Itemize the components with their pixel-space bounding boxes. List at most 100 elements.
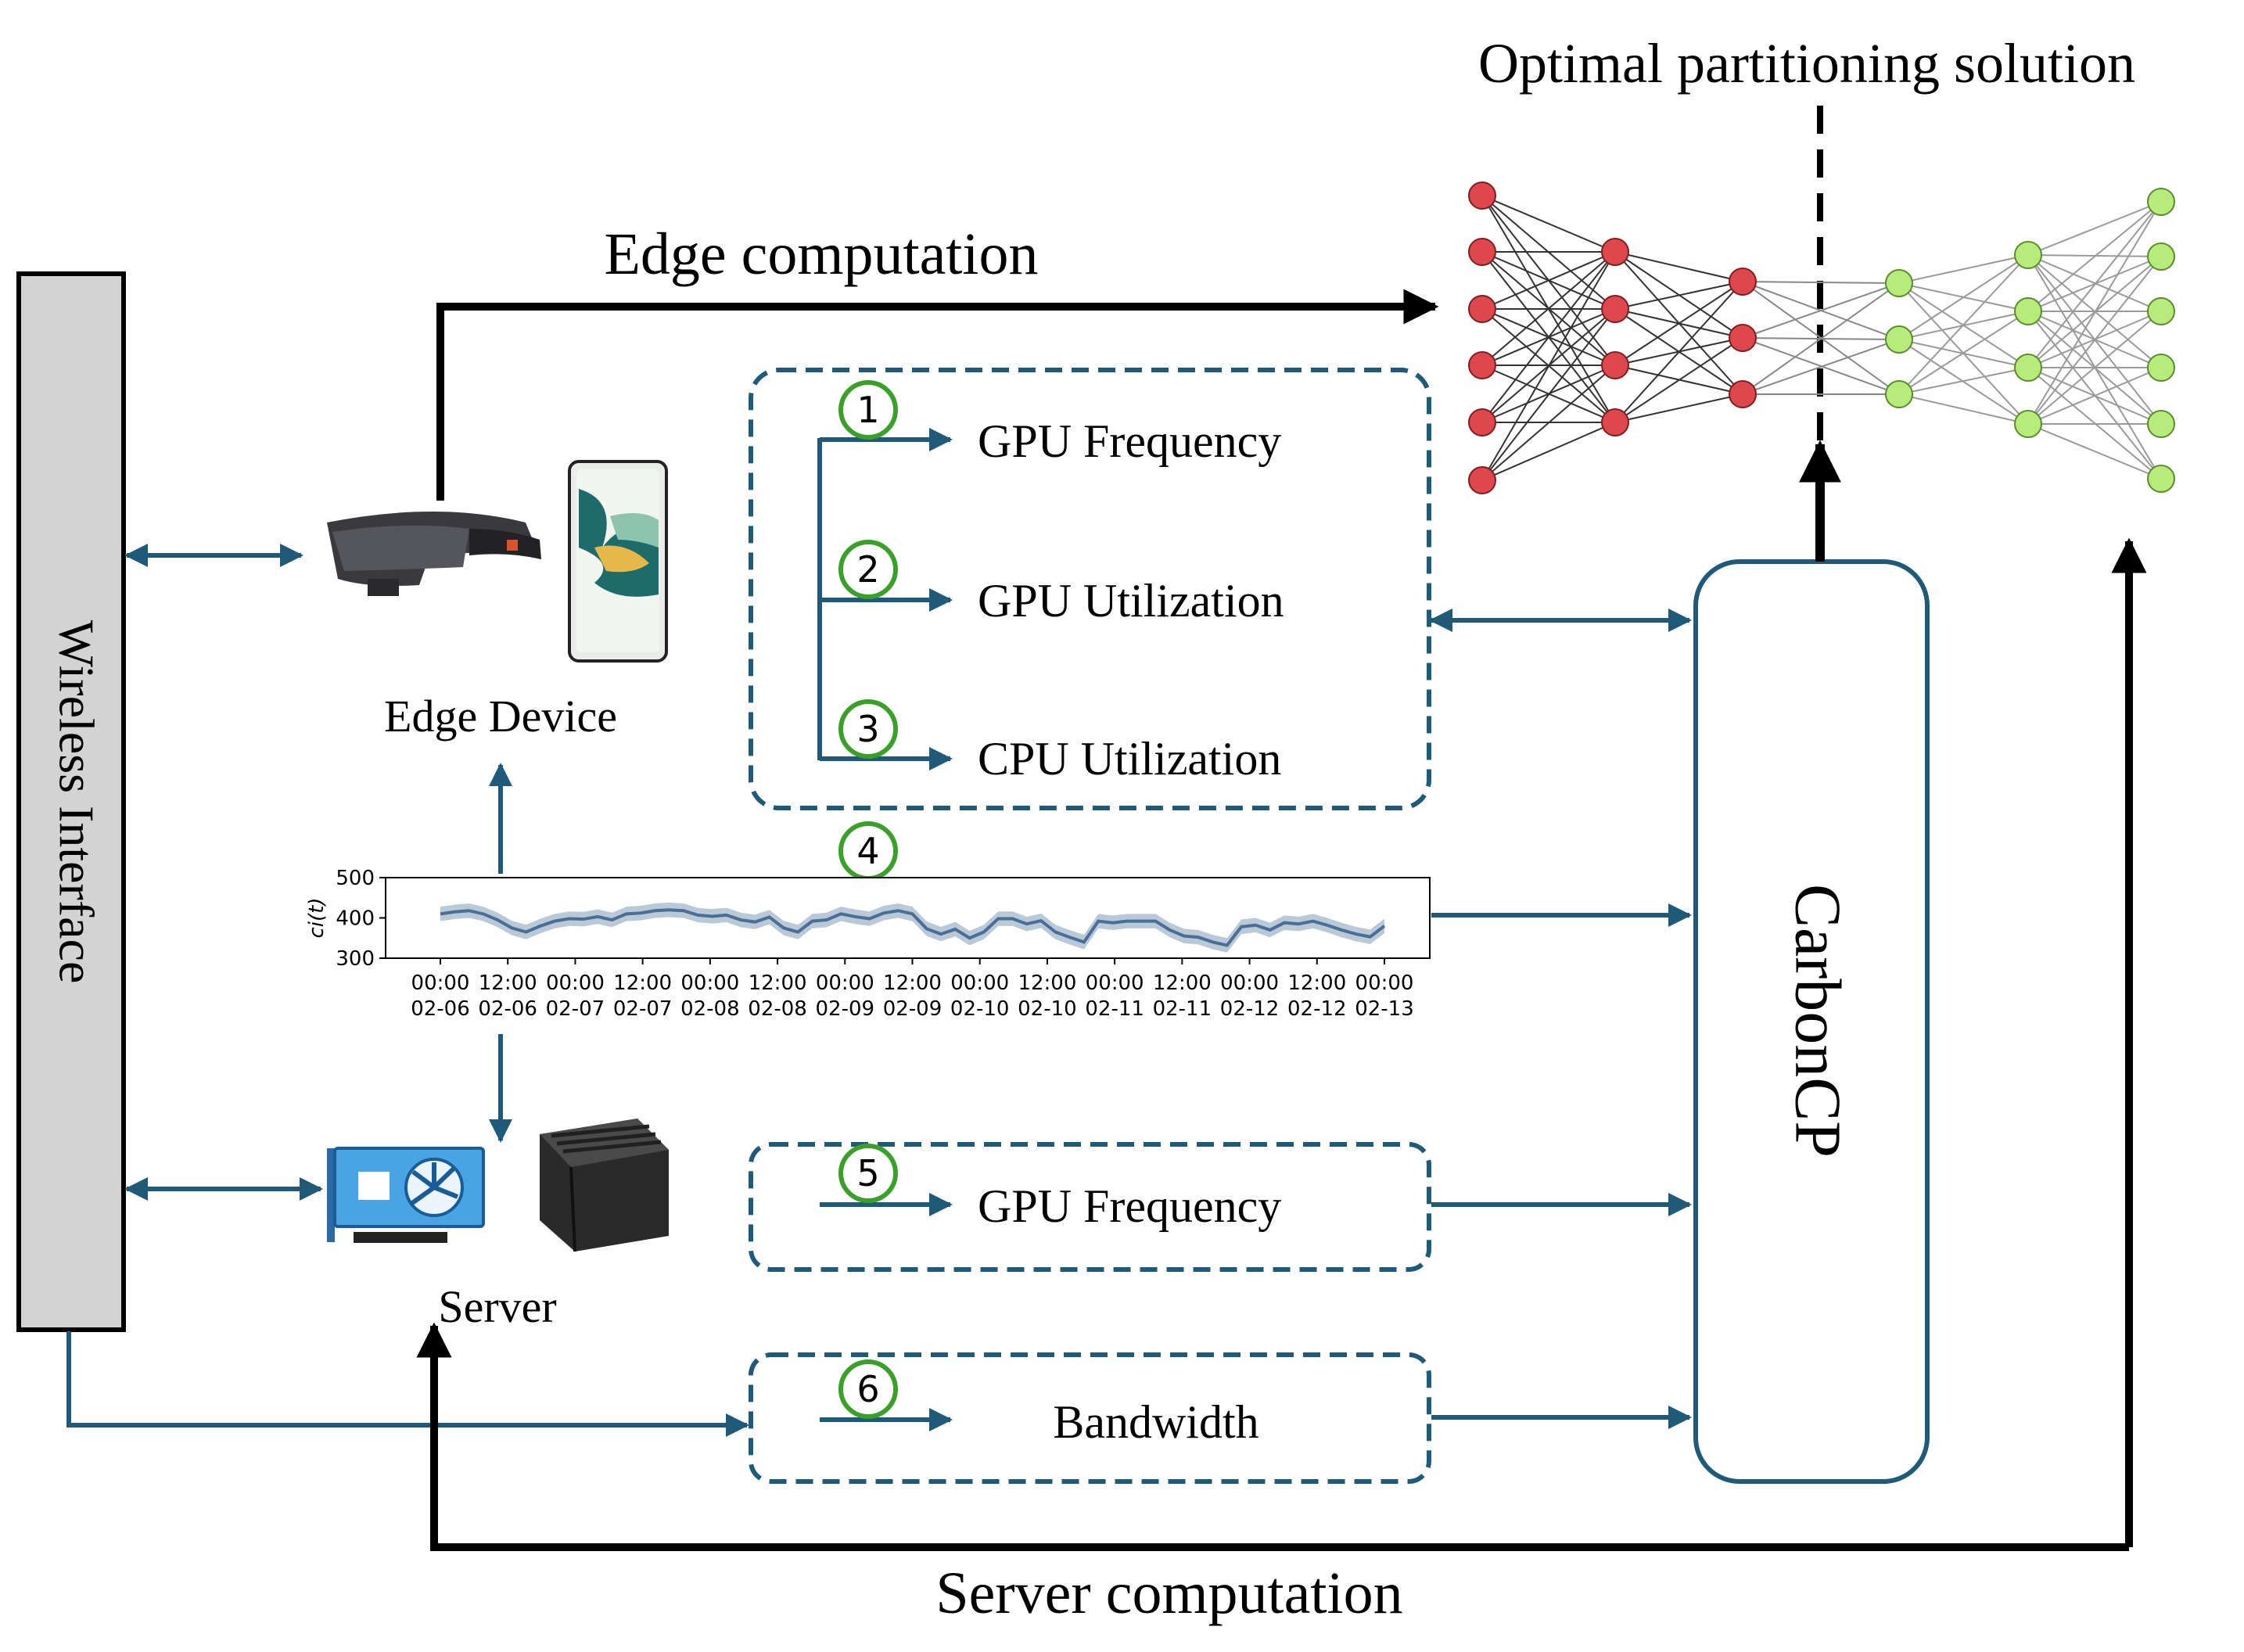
edge-computation-arrow: Edge computation bbox=[436, 221, 1439, 501]
nn-node bbox=[2147, 465, 2175, 493]
nn-node bbox=[2147, 297, 2175, 325]
x-tick-date: 02-08 bbox=[748, 997, 807, 1021]
nn-edge bbox=[1481, 195, 1616, 253]
x-tick-time: 12:00 bbox=[749, 971, 807, 995]
nn-edge bbox=[2027, 367, 2162, 425]
nn-node bbox=[1885, 269, 1913, 297]
x-tick-date: 02-08 bbox=[680, 997, 740, 1021]
nn-node bbox=[2147, 410, 2175, 438]
nn-edge bbox=[1481, 365, 1616, 481]
x-tick-date: 02-06 bbox=[411, 997, 470, 1021]
nn-edge bbox=[1614, 337, 1743, 423]
carbon-intensity-chart: 500400300ci(t)00:0002-0612:0002-0600:000… bbox=[305, 867, 1431, 1021]
x-tick-time: 12:00 bbox=[883, 971, 942, 995]
wireless-interface-label: Wireless Interface bbox=[48, 620, 104, 984]
x-tick-time: 12:00 bbox=[1287, 971, 1346, 995]
metric-3-label: CPU Utilization bbox=[978, 733, 1281, 785]
nn-node bbox=[1729, 324, 1757, 352]
carboncp-label: CarbonCP bbox=[1782, 884, 1854, 1158]
edge-computation-label: Edge computation bbox=[604, 221, 1038, 287]
metric-2-label: GPU Utilization bbox=[978, 575, 1284, 627]
svg-text:2: 2 bbox=[856, 548, 879, 591]
nn-edge bbox=[1614, 393, 1743, 423]
x-tick-date: 02-06 bbox=[478, 997, 537, 1021]
y-tick-label: 400 bbox=[336, 907, 375, 931]
nn-edge bbox=[1742, 282, 1900, 339]
nn-edge bbox=[1614, 281, 1743, 423]
wireless-bandwidth-arrow bbox=[66, 1331, 749, 1437]
nn-node bbox=[1468, 181, 1496, 210]
nn-edge bbox=[1898, 311, 2029, 395]
server-computation-arrow: Server computation bbox=[416, 537, 2147, 1626]
nn-node bbox=[1601, 238, 1629, 266]
x-tick-date: 02-10 bbox=[1018, 997, 1077, 1021]
x-tick-time: 12:00 bbox=[479, 971, 537, 995]
nn-edge bbox=[1742, 339, 1900, 395]
x-tick-date: 02-07 bbox=[613, 997, 673, 1021]
badge-5: 5 bbox=[838, 1144, 898, 1203]
nn-edge bbox=[2027, 423, 2162, 479]
x-tick-time: 00:00 bbox=[546, 971, 605, 995]
y-tick-label: 500 bbox=[336, 867, 375, 890]
nn-edge bbox=[1898, 367, 2029, 395]
nn-node bbox=[1468, 466, 1496, 494]
x-tick-date: 02-11 bbox=[1085, 997, 1144, 1021]
nn-node bbox=[2014, 297, 2042, 325]
y-axis-label: ci(t) bbox=[305, 898, 329, 939]
nn-edge bbox=[1614, 281, 1743, 366]
nn-edge bbox=[2027, 311, 2162, 425]
nn-node bbox=[1885, 325, 1913, 354]
badge-3: 3 bbox=[838, 699, 898, 759]
svg-text:4: 4 bbox=[856, 830, 879, 872]
nn-edge bbox=[2027, 201, 2162, 312]
ci-line bbox=[440, 908, 1386, 947]
nn-edge bbox=[1898, 254, 2029, 340]
x-tick-date: 02-12 bbox=[1287, 997, 1347, 1021]
nn-node bbox=[1885, 380, 1913, 408]
metric-6-label: Bandwidth bbox=[1053, 1396, 1258, 1448]
nn-nodes bbox=[1468, 181, 2175, 494]
nn-edge bbox=[1898, 393, 2029, 425]
jetson-module-icon bbox=[540, 1119, 669, 1252]
nn-edge bbox=[1614, 251, 1743, 282]
x-tick-time: 00:00 bbox=[1220, 971, 1279, 995]
nn-edge bbox=[1481, 251, 1616, 310]
nn-node bbox=[1468, 351, 1496, 379]
carboncp-box bbox=[1693, 559, 1930, 1484]
nn-edge bbox=[1898, 254, 2029, 284]
nn-node bbox=[2014, 354, 2042, 382]
neural-network bbox=[1468, 181, 2175, 494]
nn-node bbox=[2014, 241, 2042, 269]
svg-text:6: 6 bbox=[856, 1368, 879, 1410]
x-tick-time: 12:00 bbox=[613, 971, 672, 995]
nn-node bbox=[1601, 295, 1629, 323]
x-tick-time: 00:00 bbox=[1086, 971, 1144, 995]
hololens-icon bbox=[327, 512, 541, 596]
x-tick-date: 02-09 bbox=[816, 997, 875, 1021]
gpu-card-icon bbox=[327, 1147, 485, 1243]
server-label: Server bbox=[438, 1281, 556, 1332]
x-tick-date: 02-13 bbox=[1355, 997, 1414, 1021]
server-gpu-box bbox=[749, 1142, 1431, 1272]
server-computation-label: Server computation bbox=[935, 1560, 1402, 1626]
smartphone-icon bbox=[568, 460, 668, 663]
metric-5-label: GPU Frequency bbox=[978, 1180, 1281, 1232]
metric-1-label: GPU Frequency bbox=[978, 415, 1281, 467]
badge-1: 1 bbox=[838, 380, 898, 440]
nn-edge bbox=[2027, 256, 2162, 425]
x-tick-time: 00:00 bbox=[411, 971, 470, 995]
nn-node bbox=[1468, 295, 1496, 323]
nn-node bbox=[1468, 408, 1496, 436]
nn-node bbox=[2147, 354, 2175, 382]
nn-edge bbox=[1742, 281, 1900, 284]
x-tick-time: 00:00 bbox=[816, 971, 874, 995]
nn-node bbox=[2014, 410, 2042, 438]
nn-edge bbox=[1481, 251, 1616, 423]
svg-text:5: 5 bbox=[856, 1152, 879, 1194]
x-tick-time: 12:00 bbox=[1018, 971, 1076, 995]
x-tick-time: 00:00 bbox=[680, 971, 739, 995]
nn-node bbox=[1601, 351, 1629, 379]
badge-2: 2 bbox=[838, 540, 898, 599]
nn-edge bbox=[2027, 201, 2162, 256]
nn-node bbox=[1468, 238, 1496, 266]
